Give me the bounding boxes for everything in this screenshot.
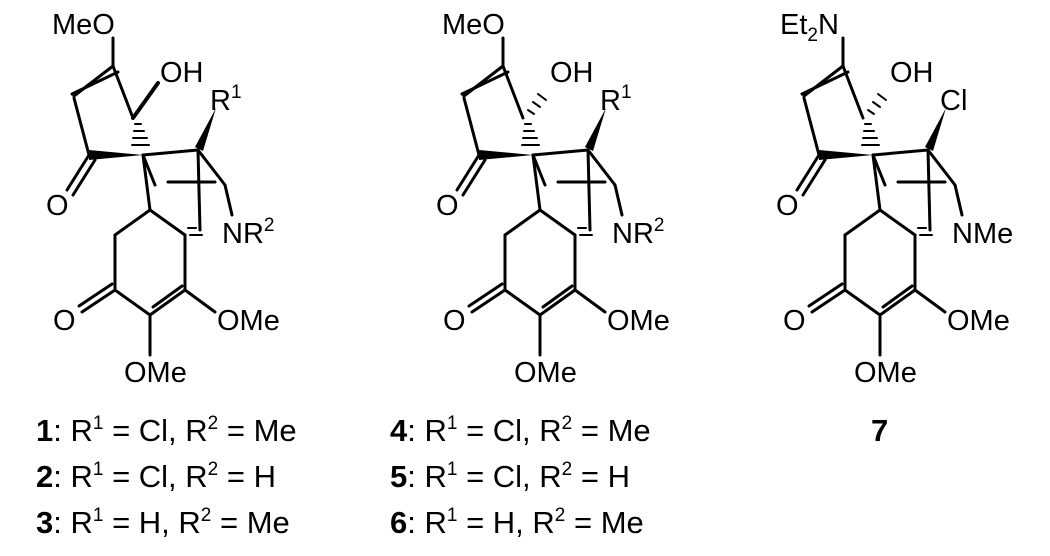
hydroxyl-label: OH — [890, 57, 934, 89]
ketone-oxygen-label: O — [46, 190, 69, 222]
ring-methoxy-label: OMe — [217, 305, 280, 337]
hash-bond-oh — [527, 93, 547, 115]
bottom-methoxy-label: OMe — [514, 357, 577, 389]
ring-methoxy-label: OMe — [607, 305, 670, 337]
methoxy-label: MeO — [52, 9, 115, 41]
methoxy-label: MeO — [442, 9, 505, 41]
hydroxyl-label: OH — [160, 57, 204, 89]
hash-bond-oh — [867, 93, 887, 115]
diethylamino-label: Et2N — [780, 9, 839, 46]
caption-compound-2: 2: R1 = Cl, R2 = H — [36, 459, 276, 494]
structure-compounds-4-6: MeO OH R1 O NR2 O OMe OMe 4: R1 = Cl, R2… — [390, 9, 670, 540]
chloro-label: Cl — [940, 85, 967, 117]
hydroxyl-label: OH — [550, 57, 594, 89]
ring-methoxy-label: OMe — [947, 305, 1010, 337]
bottom-methoxy-label: OMe — [854, 357, 917, 389]
captions-1-3: 1: R1 = Cl, R2 = Me 2: R1 = Cl, R2 = H 3… — [36, 413, 297, 540]
hash-bond — [131, 123, 150, 146]
caption-compound-5: 5: R1 = Cl, R2 = H — [390, 459, 630, 494]
amine-label: NR2 — [612, 215, 664, 250]
caption-compound-1: 1: R1 = Cl, R2 = Me — [36, 413, 297, 448]
ketone-oxygen-label: O — [436, 190, 459, 222]
hash-bond — [917, 227, 933, 236]
structure-compounds-1-3: MeO OH R1 O NR2 O OMe OMe 1: R1 = Cl, R2… — [36, 9, 297, 540]
caption-compound-6: 6: R1 = H, R2 = Me — [390, 505, 644, 540]
captions-4-6: 4: R1 = Cl, R2 = Me 5: R1 = Cl, R2 = H 6… — [390, 413, 651, 540]
caption-compound-3: 3: R1 = H, R2 = Me — [36, 505, 290, 540]
bottom-methoxy-label: OMe — [124, 357, 187, 389]
caption-compound-7: 7 — [871, 413, 888, 448]
hash-bond — [521, 123, 540, 146]
enone-oxygen-label: O — [783, 305, 806, 337]
enone-oxygen-label: O — [443, 305, 466, 337]
structure-compound-7: Et2N OH Cl O NMe O OMe OMe 7 — [776, 9, 1013, 448]
hash-bond — [187, 227, 203, 236]
enone-oxygen-label: O — [53, 305, 76, 337]
amine-label: NMe — [952, 218, 1013, 250]
caption-compound-4: 4: R1 = Cl, R2 = Me — [390, 413, 651, 448]
r1-label: R1 — [600, 82, 632, 117]
r1-label: R1 — [210, 82, 242, 117]
amine-label: NR2 — [222, 215, 274, 250]
hash-bond — [577, 227, 593, 236]
ketone-oxygen-label: O — [776, 190, 799, 222]
hash-bond — [861, 123, 880, 146]
